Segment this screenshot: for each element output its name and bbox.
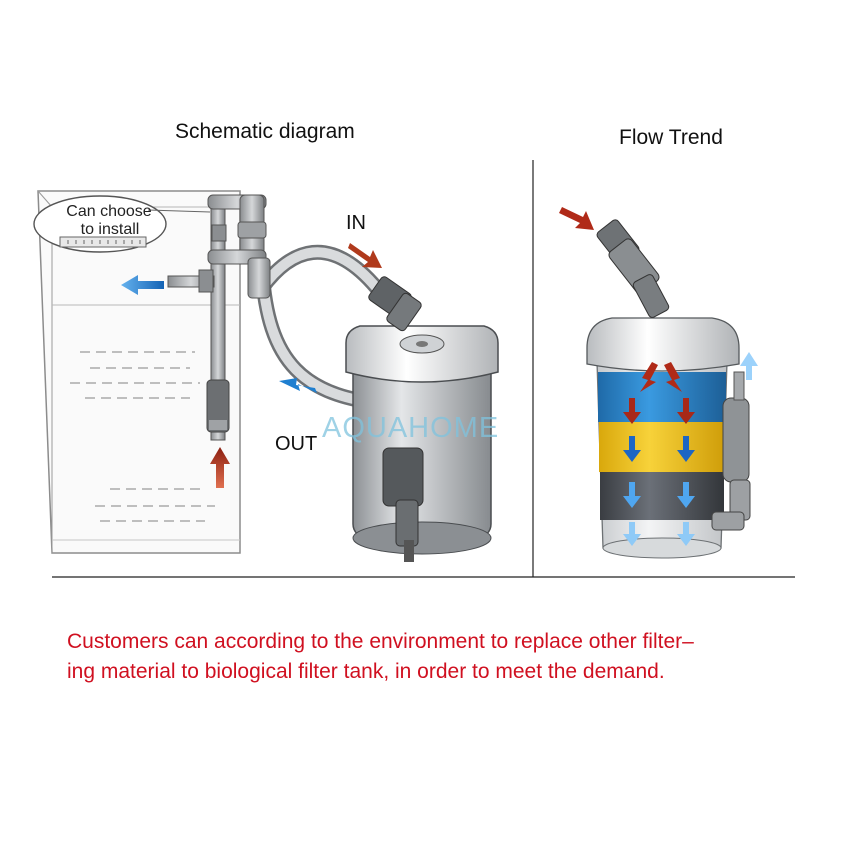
- in-label: IN: [346, 212, 366, 234]
- flow-arrows-red: [623, 362, 695, 424]
- flow-trend-heading: Flow Trend: [619, 126, 723, 149]
- schematic-heading: Schematic diagram: [175, 120, 355, 143]
- media-layer-gray: [600, 472, 724, 520]
- media-layer-blue: [598, 372, 726, 422]
- install-label-1: Can choose: [66, 203, 151, 220]
- caption-text: Customers can according to the environme…: [67, 627, 827, 687]
- caption-line-2: ing material to biological filter tank, …: [67, 660, 665, 683]
- out-arrow: [279, 378, 317, 393]
- watermark-text: AQUAHOME: [322, 412, 499, 444]
- tank-intake-arrow: [210, 447, 230, 488]
- out-label: OUT: [275, 433, 317, 455]
- tank-plumbing: [167, 194, 408, 441]
- install-callout: Can choose to install: [33, 195, 211, 253]
- caption-line-1: Customers can according to the environme…: [67, 630, 694, 653]
- in-arrow: [348, 243, 382, 268]
- canister-filter: [345, 276, 499, 562]
- install-label-2: to install: [81, 221, 140, 238]
- media-layer-yellow: [599, 422, 725, 472]
- flow-inlet-arrow: [559, 207, 594, 230]
- tank-outflow-arrow: [121, 275, 164, 295]
- flow-canister: [586, 219, 751, 559]
- flow-arrows-blue: [623, 352, 758, 546]
